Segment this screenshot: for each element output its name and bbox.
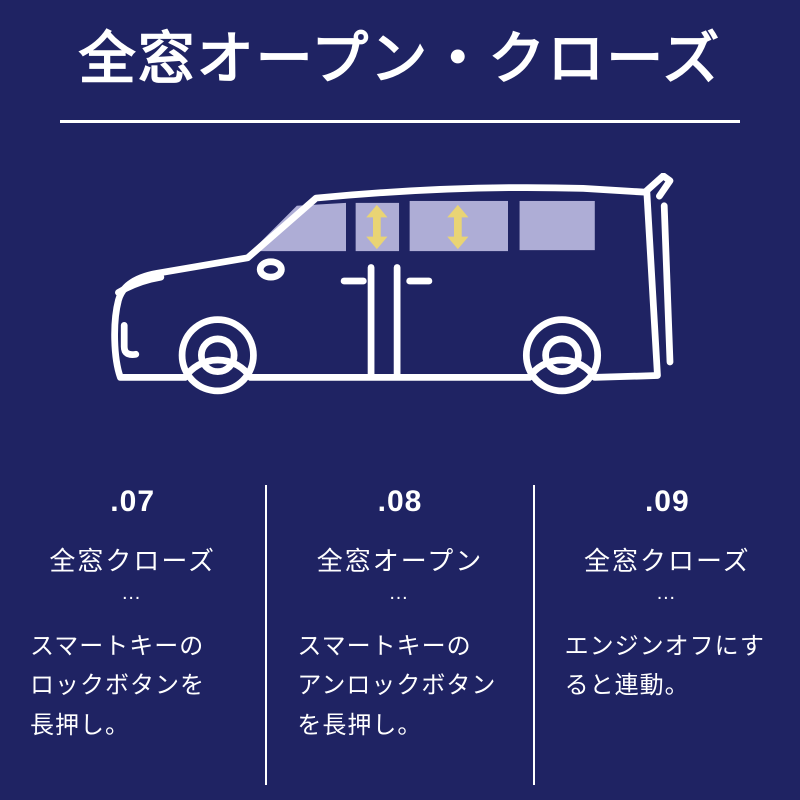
rear-spoiler <box>641 172 674 200</box>
window-updown-arrow-icon <box>366 204 388 250</box>
step-number: .07 <box>110 484 156 518</box>
headlight-line <box>115 273 165 296</box>
step-description: エンジンオフにす ると連動。 <box>564 632 765 700</box>
window-updown-arrow-icon <box>447 204 469 250</box>
rear-edge-line <box>660 202 674 366</box>
step-number: .09 <box>644 484 690 518</box>
step-column-09: .09 全窓クローズ … エンジンオフにす ると連動。 <box>535 485 800 785</box>
title-underline <box>60 119 740 123</box>
window-arrows <box>366 204 469 250</box>
car-illustration-area <box>70 172 730 443</box>
step-dots: … <box>121 581 145 604</box>
car-outline <box>111 172 674 395</box>
steps-section: .07 全窓クローズ … スマートキーの ロックボタンを 長押し。 .08 全窓… <box>0 484 800 785</box>
rear-wheel-hub <box>542 335 582 375</box>
step-dots: … <box>655 581 679 604</box>
step-column-08: .08 全窓オープン … スマートキーの アンロックボタン を長押し。 <box>265 484 535 785</box>
front-wheel-hub <box>197 335 238 375</box>
minivan-illustration <box>111 172 674 395</box>
front-window-pane <box>251 202 346 251</box>
step-heading: 全窓クローズ <box>49 545 217 576</box>
header: 全窓オープン・クローズ <box>0 0 800 123</box>
front-wheel <box>178 316 257 395</box>
step-dots: … <box>388 581 412 604</box>
side-mirror <box>256 258 285 281</box>
front-marker-line <box>120 321 140 358</box>
rear-wheel <box>522 316 602 395</box>
step-heading: 全窓オープン <box>316 545 484 576</box>
page-title: 全窓オープン・クローズ <box>78 27 722 91</box>
step-description: スマートキーの ロックボタンを 長押し。 <box>30 632 205 740</box>
step-number: .08 <box>377 484 423 518</box>
step-column-07: .07 全窓クローズ … スマートキーの ロックボタンを 長押し。 <box>0 485 265 785</box>
rear-window-pane <box>519 200 595 250</box>
step-description: スマートキーの アンロックボタン を長押し。 <box>297 632 497 740</box>
step-heading: 全窓クローズ <box>583 545 751 576</box>
